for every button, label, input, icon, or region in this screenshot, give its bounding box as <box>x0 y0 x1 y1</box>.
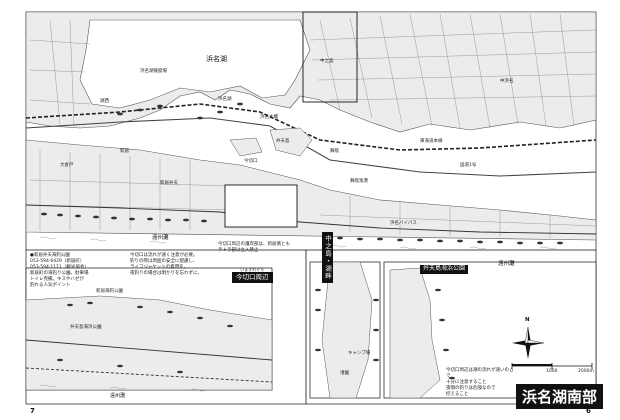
map-label: 浜名湖 <box>218 97 232 102</box>
fishing-point-marks <box>41 102 563 245</box>
nakanoshima-fish-marks <box>315 288 379 362</box>
imagiri-ruby: いまぎれぐち <box>240 267 265 272</box>
region-title: 浜名湖南部 <box>516 384 604 409</box>
road-grid-north <box>29 13 597 129</box>
imagiri-inset-land <box>25 295 273 391</box>
imagiri-outline <box>224 184 298 228</box>
bentenjima-island <box>269 127 313 157</box>
scale-bar <box>511 363 593 369</box>
south-landmass <box>25 139 597 241</box>
map-label: 浜名バイパス <box>390 221 417 226</box>
map-label: 渚園 <box>340 371 349 376</box>
imagiri-inset-title-box: いまぎれぐち 今切口周辺 <box>232 268 273 283</box>
map-label: 湖西 <box>100 99 109 104</box>
page-number-left: 7 <box>30 407 35 415</box>
map-label: 浜名大橋 <box>260 115 278 120</box>
map-label: 東海道本線 <box>420 139 443 144</box>
map-label: 弁天島海浜公園 <box>70 325 102 330</box>
bypass-road <box>25 204 597 235</box>
map-label: 国道1号 <box>460 163 477 168</box>
sea-label: 遠州灘 <box>498 261 515 267</box>
map-label: 弁天島 <box>276 139 290 144</box>
shoreline-inset-title: 弁天島海浜公園 <box>420 265 469 274</box>
small-island <box>229 137 263 157</box>
nakanoshima-inset-title: 中之島・湖畔 <box>322 232 333 283</box>
map-label: 大倉戸 <box>60 163 74 168</box>
map-label: 新居 <box>120 149 129 154</box>
map-label: 中之島 <box>320 59 334 64</box>
map-label: キャンプ場 <box>348 351 371 356</box>
scale-end: 2000m <box>578 369 594 374</box>
compass-north: N <box>525 317 530 323</box>
map-label: 新居弁天 <box>160 181 178 186</box>
imagiri-inset-title: 今切口周辺 <box>232 272 273 283</box>
imagiri-inset-fish-marks <box>57 301 233 374</box>
spot-info-middle: 今切口は流れが速く注意が必要。 釣りの際は周囲の安全に配慮し、 ライフジャケット… <box>130 253 202 277</box>
scale-zero: 0 <box>510 369 513 374</box>
spot-info-left: ●新居弁天海釣公園 053-594-6429（新居町） 053-594-1111… <box>30 253 89 289</box>
lake-body <box>79 19 311 109</box>
compass-rose <box>512 326 545 359</box>
spot-info-bottom-right: 今切口周辺は潮の流れが速いので 十分に注意すること 夜間の釣りは危険なので 控え… <box>446 368 509 398</box>
map-label: 新居海釣公園 <box>96 289 123 294</box>
scale-mid: 1000 <box>546 369 558 374</box>
map-label: 中浜名 <box>500 79 514 84</box>
nakanoshima-inset-land <box>321 261 373 399</box>
map-label: 浜名湖競艇場 <box>140 69 167 74</box>
imagiri-caption: 今切口周辺の護岸部は、新居側とも テトラ部は立入禁止 <box>218 242 290 254</box>
map-label: 舞阪 <box>330 149 339 154</box>
map-label: 舞阪漁港 <box>350 179 368 184</box>
nakanoshima-outline <box>302 11 358 103</box>
lake-label: 浜名湖 <box>206 55 227 63</box>
map-label: 今切口 <box>244 159 258 164</box>
page-number-right: 6 <box>586 407 591 415</box>
sea-label: 遠州灘 <box>152 235 169 241</box>
sea-label: 遠州灘 <box>110 393 126 399</box>
shoreline-fish-marks <box>435 288 455 380</box>
